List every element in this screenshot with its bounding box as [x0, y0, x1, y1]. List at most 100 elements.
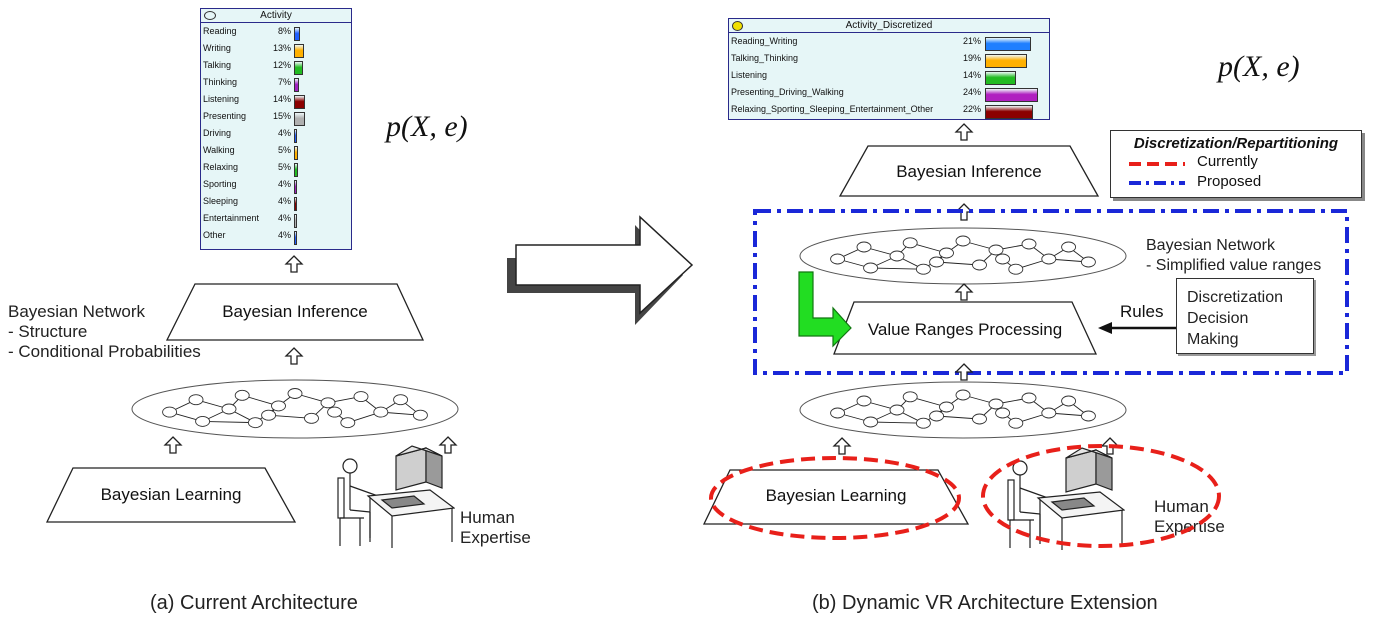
human-leg — [1019, 511, 1041, 515]
network-node — [412, 409, 428, 421]
network-edge — [870, 421, 924, 424]
network-node — [830, 253, 846, 265]
network-ellipse — [131, 379, 459, 439]
formula-b: p(X, e) — [1218, 50, 1300, 83]
activity-row-percent: 4% — [277, 179, 291, 189]
activity-row-label: Reading — [203, 26, 237, 36]
up-arrow-icon — [438, 436, 458, 454]
network-node — [995, 253, 1011, 265]
decision-box-line-3: Making — [1187, 331, 1239, 348]
activity-row-percent: 5% — [277, 145, 291, 155]
human-arm — [1019, 487, 1049, 499]
bayesian-network-graph-b-lower — [799, 381, 1127, 439]
activity-row-label: Other — [203, 230, 226, 240]
activity-row: Walking 5% — [201, 145, 351, 162]
processing-label: Value Ranges Processing — [867, 320, 1063, 339]
formula-a: p(X, e) — [386, 110, 468, 143]
network-edge — [870, 267, 924, 270]
network-node — [902, 391, 918, 403]
network-node — [234, 389, 250, 401]
caption-b: (b) Dynamic VR Architecture Extension — [812, 592, 1158, 614]
activity-row-label: Sleeping — [203, 196, 239, 206]
human-leg — [349, 509, 371, 513]
activity-row-bar — [294, 163, 298, 177]
activity-row-percent: 14% — [272, 94, 291, 104]
human-arm — [349, 485, 379, 497]
network-node — [830, 407, 846, 419]
human-expertise-a-line-2: Expertise — [460, 528, 531, 547]
learning-trapezoid-b — [702, 469, 970, 525]
network-node — [863, 416, 879, 428]
network-node — [929, 410, 945, 422]
network-description-a: Bayesian Network - Structure - Condition… — [8, 302, 201, 362]
activity-row-label: Talking_Thinking — [731, 53, 799, 63]
network-node — [955, 389, 971, 401]
toggle-icon — [204, 11, 216, 20]
activity-row-bar — [294, 61, 303, 75]
network-node — [1061, 241, 1077, 253]
human-at-computer-icon — [1007, 447, 1125, 550]
network-node — [889, 404, 905, 416]
learning-label-b: Bayesian Learning — [765, 486, 907, 505]
activity-row-percent: 22% — [962, 104, 981, 114]
activity-row-percent: 4% — [277, 213, 291, 223]
activity-row-percent: 4% — [277, 230, 291, 240]
activity-row-label: Driving — [203, 128, 232, 138]
inference-label-a: Bayesian Inference — [222, 302, 368, 321]
activity-row-label: Walking — [203, 145, 235, 155]
up-arrow-icon — [832, 437, 852, 455]
activity-row-percent: 14% — [962, 70, 981, 80]
activity-row-percent: 15% — [272, 111, 291, 121]
network-node — [1008, 263, 1024, 275]
activity-row-label: Entertainment — [203, 213, 260, 223]
network-node — [1021, 392, 1037, 404]
activity-row-percent: 19% — [962, 53, 981, 63]
network-node — [393, 394, 409, 406]
network-node — [261, 409, 277, 421]
activity-row-percent: 5% — [277, 162, 291, 172]
network-node — [955, 235, 971, 247]
activity-row-label: Presenting — [203, 111, 247, 121]
proposed-region — [753, 209, 1349, 375]
network-edge — [202, 420, 256, 424]
network-node — [188, 394, 204, 406]
activity-row-bar — [294, 180, 297, 194]
caption-a: (a) Current Architecture — [150, 592, 358, 614]
activity-row-label: Writing — [203, 43, 231, 53]
network-node — [856, 241, 872, 253]
human-expertise-a: Human Expertise — [460, 508, 531, 548]
network-ellipse — [799, 227, 1127, 285]
monitor-top — [1065, 447, 1113, 459]
activity-row-percent: 13% — [272, 43, 291, 53]
human-head — [342, 458, 358, 474]
decision-box: Discretization Decision Making — [1176, 278, 1314, 354]
network-node — [1041, 407, 1057, 419]
bayesian-network-graph-b-upper — [799, 227, 1127, 285]
inference-trapezoid-b — [838, 145, 1100, 197]
activity-row-bar — [985, 105, 1034, 119]
network-node — [972, 413, 987, 425]
up-arrow-icon — [284, 347, 304, 365]
activity-row-label: Listening — [731, 70, 768, 80]
network-desc-b-line-1: Bayesian Network — [1146, 237, 1275, 254]
activity-row-label: Talking — [203, 60, 232, 70]
network-node — [221, 403, 237, 415]
network-node — [340, 417, 356, 429]
network-node — [304, 412, 319, 424]
decision-box-line-1: Discretization — [1187, 289, 1284, 306]
network-node — [327, 406, 343, 418]
activity-monitor-a-header: Activity — [201, 9, 351, 23]
network-node — [988, 244, 1004, 256]
legend-dash-proposed — [1129, 181, 1185, 185]
activity-row-bar — [294, 27, 300, 41]
inference-label-b: Bayesian Inference — [896, 162, 1042, 181]
network-node — [1041, 253, 1057, 265]
network-node — [929, 256, 945, 268]
learning-label-a: Bayesian Learning — [100, 485, 242, 504]
network-node — [915, 263, 931, 275]
